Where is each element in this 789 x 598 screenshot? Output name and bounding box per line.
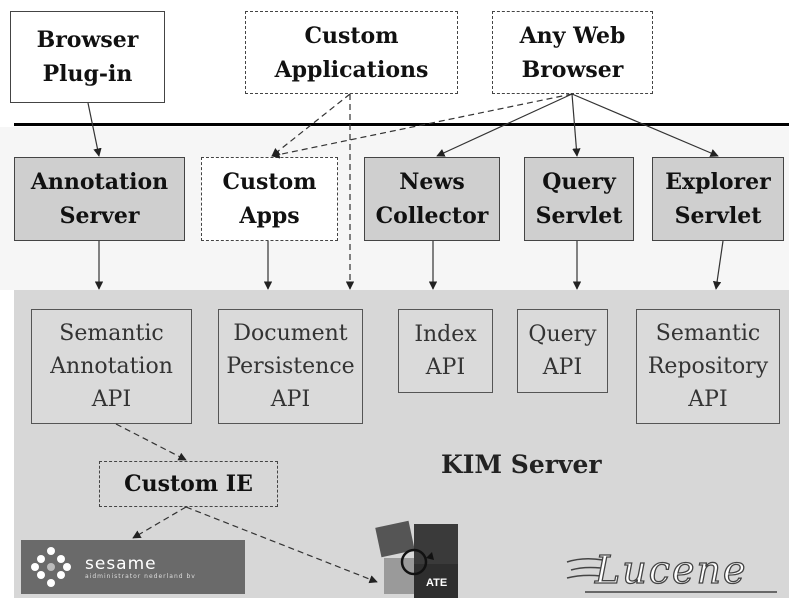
arrow-custom-ie-to-sesame [132, 506, 187, 539]
lucene-logo: Lucene [565, 547, 780, 594]
lucene-swoosh-icon [566, 557, 604, 579]
arrow-custom-ie-to-gate [185, 506, 378, 584]
any-web-browser-box: Any Web Browser [492, 11, 653, 94]
arrow-explorer-servlet-to-kim [712, 240, 724, 290]
browser-plugin-box: Browser Plug-in [10, 11, 165, 103]
sesame-dots-icon [31, 547, 71, 587]
gate-logo: ATE [375, 520, 458, 598]
annotation-server-box: Annotation Server [14, 157, 185, 241]
semantic-repository-api-box: Semantic Repository API [636, 309, 780, 424]
lucene-underline [585, 591, 777, 593]
arrow-annotation-api-to-custom-ie [115, 423, 187, 461]
kim-server-label: KIM Server [441, 450, 602, 479]
query-api-box: Query API [517, 309, 608, 393]
news-collector-box: News Collector [364, 157, 500, 241]
lucene-wordmark: Lucene [594, 547, 748, 592]
arrow-browser-to-explorer-servlet [571, 93, 719, 157]
custom-apps-box: Custom Apps [201, 157, 338, 241]
index-api-box: Index API [398, 309, 493, 393]
document-persistence-api-box: Document Persistence API [218, 309, 363, 424]
arrow-browser-to-query-servlet [571, 93, 581, 157]
arrow-browser-to-news-collector [436, 93, 573, 157]
sesame-name: sesame [85, 553, 157, 574]
explorer-servlet-box: Explorer Servlet [652, 157, 784, 241]
arrow-plugin-to-annotation-server [87, 102, 102, 157]
custom-ie-box: Custom IE [99, 461, 278, 507]
gate-text: ATE [426, 577, 447, 589]
arrow-browser-to-custom-apps [271, 93, 573, 159]
arrow-custom-applications-to-custom-apps [271, 93, 351, 157]
sesame-logo: sesame aidministrator nederland bv [21, 540, 245, 594]
sesame-subtitle: aidministrator nederland bv [85, 572, 196, 580]
custom-applications-box: Custom Applications [245, 11, 458, 94]
tier-divider-line [14, 123, 789, 126]
query-servlet-box: Query Servlet [524, 157, 634, 241]
semantic-annotation-api-box: Semantic Annotation API [31, 309, 192, 424]
